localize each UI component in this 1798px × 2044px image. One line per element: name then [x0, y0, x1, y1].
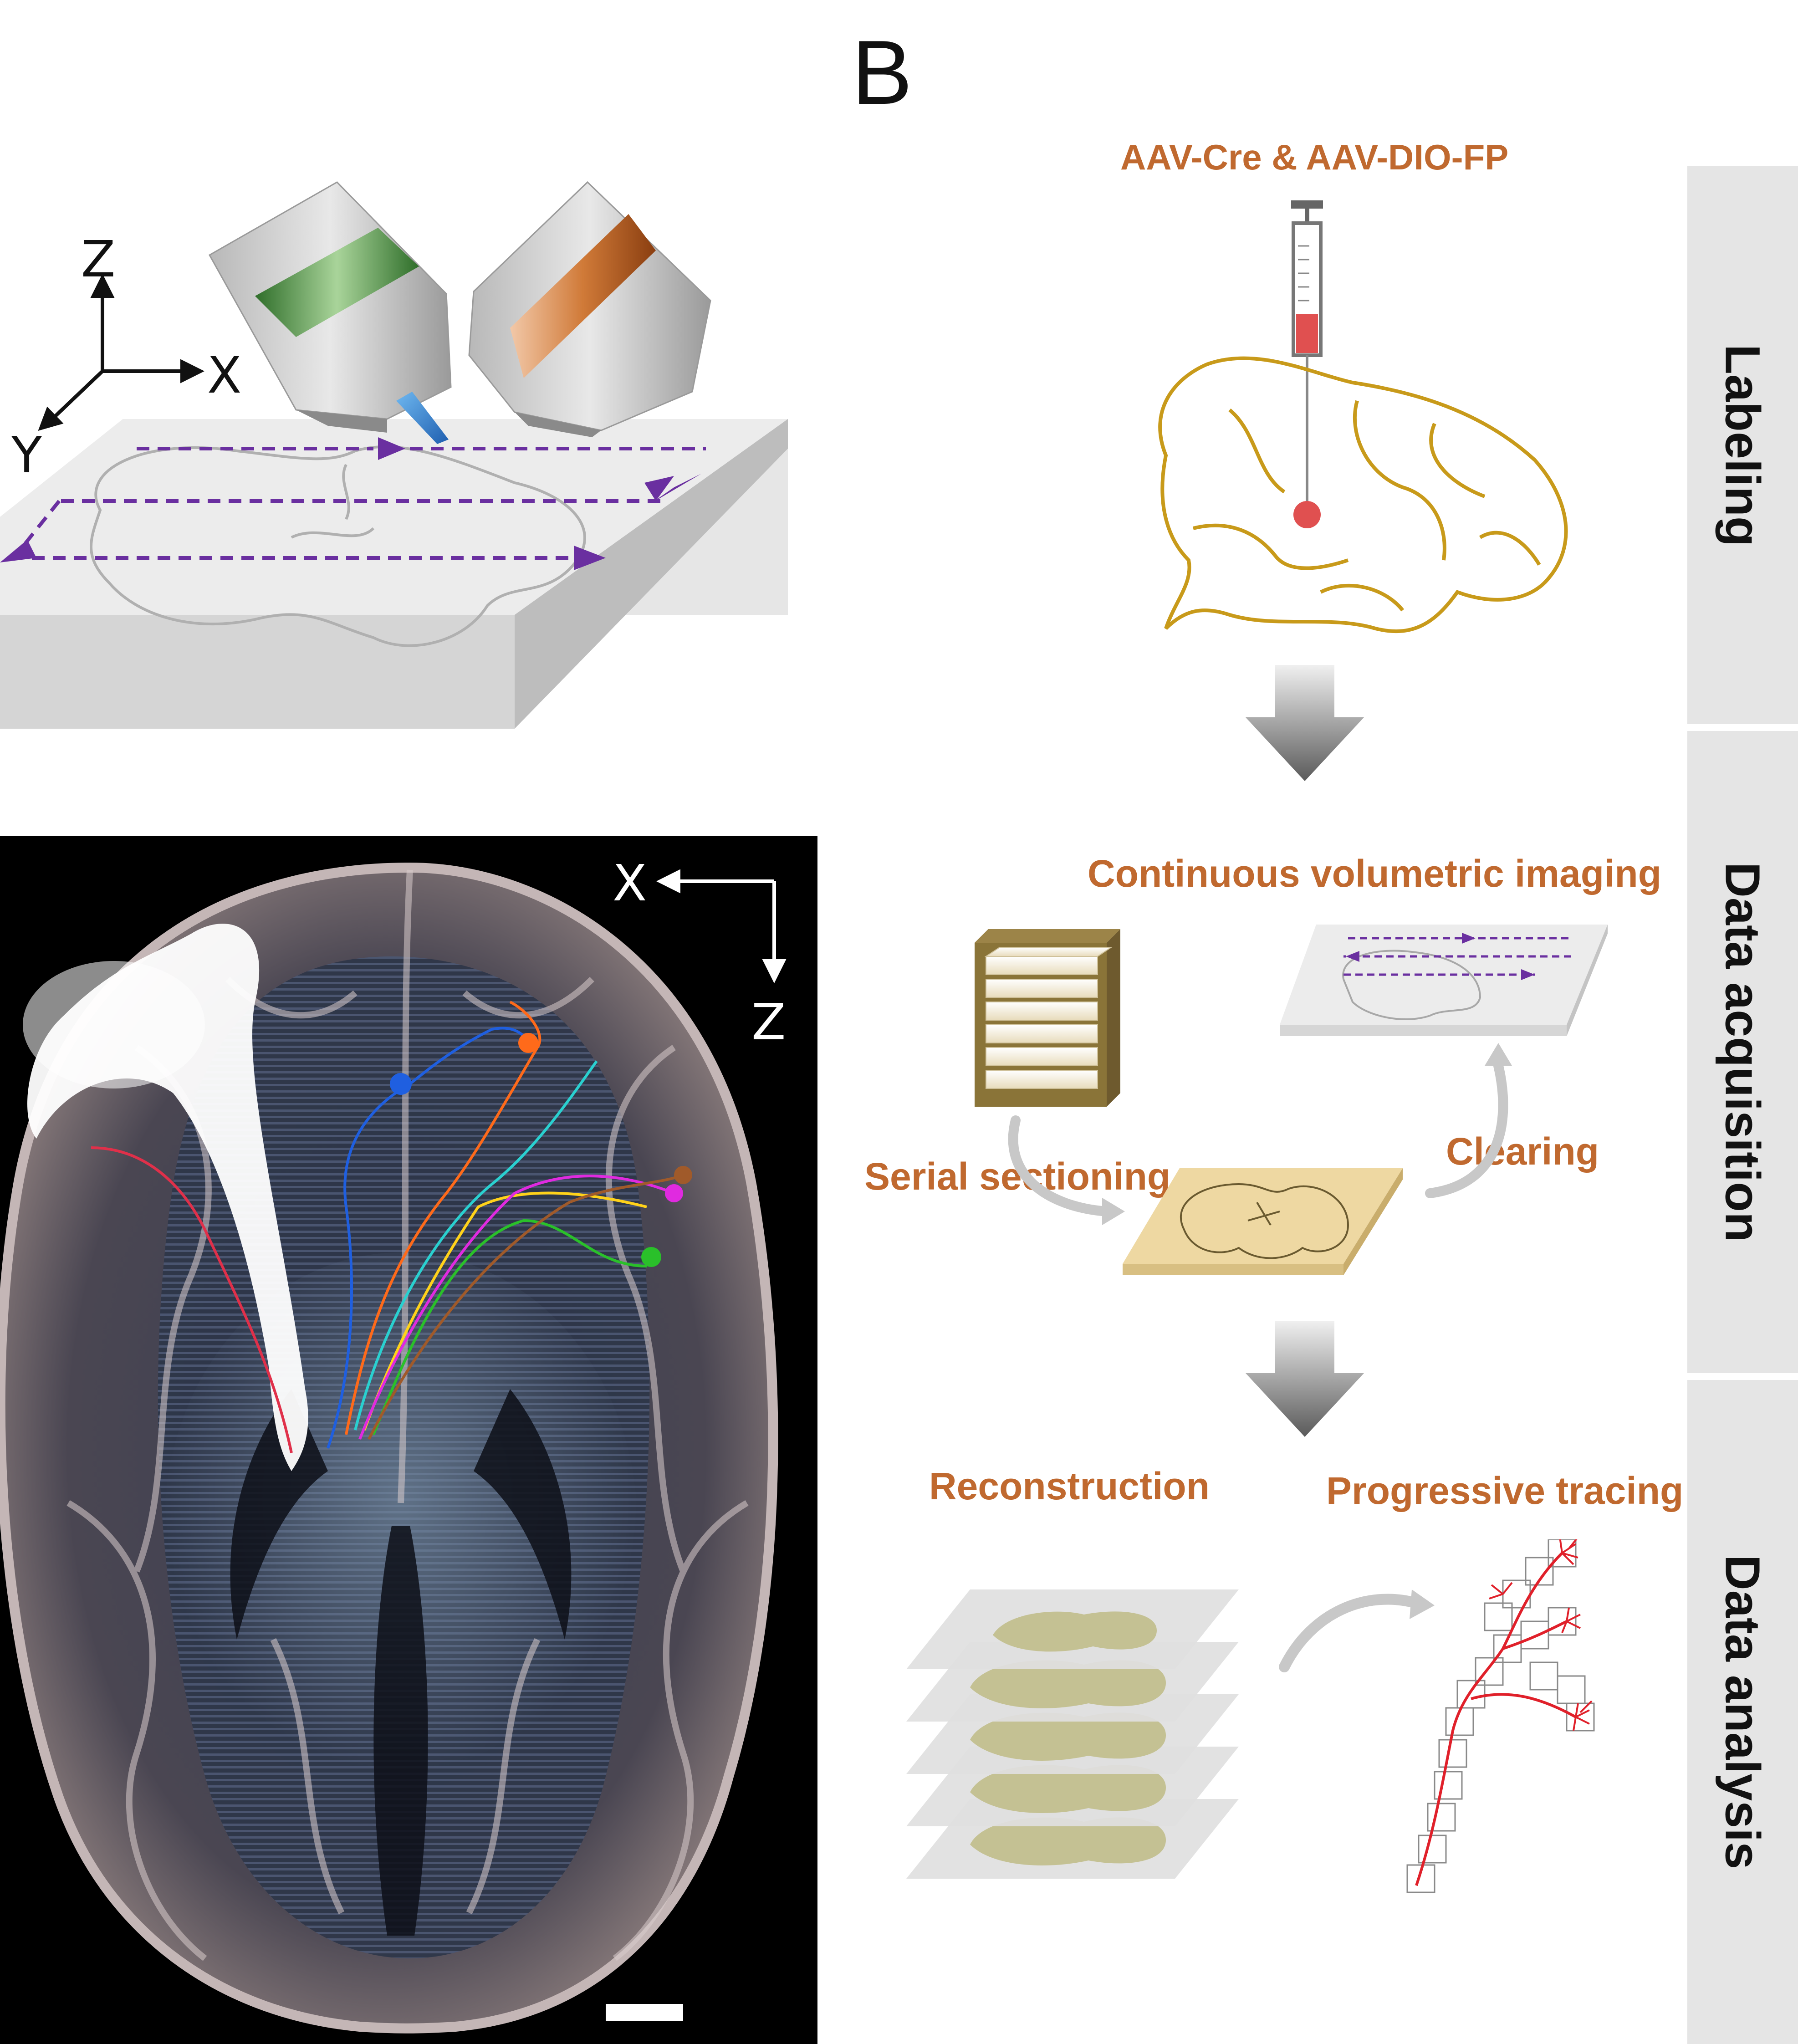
- xyz-axes: [38, 274, 204, 431]
- analysis-cycle-arrow: [1279, 1594, 1422, 1672]
- brain-x-label: X: [613, 854, 647, 912]
- section-stack-icon: [975, 929, 1120, 1107]
- tracing-arbors: [1489, 1539, 1593, 1731]
- flow-arrow-1: [1246, 665, 1364, 781]
- sample-slab: [0, 419, 788, 729]
- flow-arrow-2: [1246, 1321, 1364, 1437]
- reconstruction-stack-icon: [906, 1589, 1239, 1879]
- labeling-illustration: [1158, 200, 1568, 634]
- stage-analysis: Data analysis: [1687, 1380, 1798, 2044]
- injection-site-marker: [1293, 501, 1321, 528]
- brain-internal-structures: [230, 1389, 572, 1936]
- scan-path: [12, 447, 706, 560]
- stage-analysis-label: Data analysis: [1715, 1554, 1770, 1870]
- stage-acquisition-label: Data acquisition: [1715, 862, 1770, 1242]
- y-axis-label: Y: [11, 426, 42, 484]
- acquisition-illustration: [975, 925, 1608, 1275]
- objective-left: [208, 181, 452, 444]
- brain-render: [0, 836, 817, 2044]
- stage-acquisition: Data acquisition: [1687, 731, 1798, 1373]
- z-axis-label: Z: [81, 230, 116, 288]
- reconstruction-label: Reconstruction: [929, 1465, 1210, 1507]
- continuous-imaging-label: Continuous volumetric imaging: [1088, 852, 1662, 895]
- clearing-label: Clearing: [1446, 1130, 1599, 1173]
- stage-labeling-label: Labeling: [1715, 344, 1770, 547]
- panel-b-letter: B: [852, 22, 913, 123]
- progressive-tracing-label: Progressive tracing: [1326, 1469, 1684, 1512]
- neuron-traces: [91, 1001, 684, 1453]
- injection-label: AAV-Cre & AAV-DIO-FP: [1120, 137, 1509, 177]
- imaging-schematic: [0, 181, 788, 729]
- analysis-illustration: [906, 1539, 1595, 1893]
- x-axis-label: X: [207, 346, 242, 404]
- brain-outline-icon: [1158, 356, 1568, 634]
- injection-tract: [23, 924, 308, 1471]
- brain-axis-arrows: [656, 869, 787, 983]
- tracing-path: [1415, 1552, 1577, 1886]
- objective-right: [468, 181, 711, 437]
- cycle-arrows: [1008, 1061, 1508, 1216]
- tissue-section-icon: [1123, 1168, 1403, 1275]
- imaging-slab-icon: [1280, 925, 1608, 1036]
- brain-section-outline: [90, 445, 586, 647]
- neuron-somata: [390, 1033, 692, 1267]
- scan-arrowheads: [0, 437, 701, 570]
- scale-bar: [606, 2004, 683, 2021]
- stage-labeling: Labeling: [1687, 166, 1798, 724]
- brain-z-label: Z: [751, 993, 786, 1051]
- syringe-icon: [1291, 200, 1323, 506]
